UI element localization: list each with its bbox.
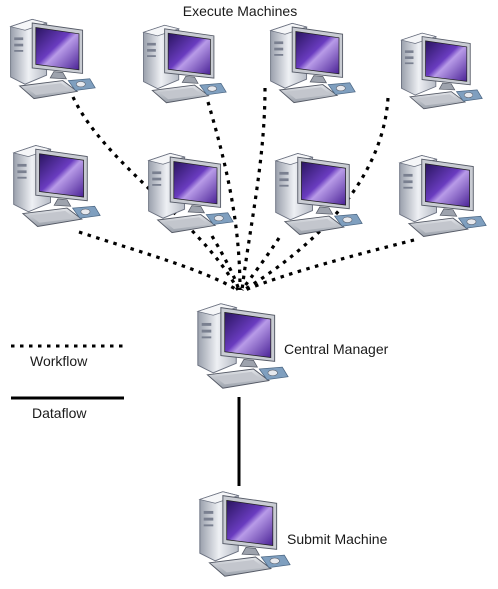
workflow-line-exec-2 — [206, 101, 242, 291]
execute-machine-computer-icon — [13, 145, 101, 227]
workflow-connections — [71, 87, 415, 292]
execute-machine-computer-icon — [400, 32, 483, 110]
execute-machine-computer-icon — [10, 18, 96, 100]
legend: Workflow Dataflow — [11, 344, 124, 421]
workflow-line-exec-6 — [210, 235, 241, 291]
execute-machine-computer-icon — [275, 153, 363, 235]
workflow-line-exec-5 — [78, 230, 238, 292]
central-manager-computer-icon — [197, 303, 289, 389]
execute-machines-title: Execute Machines — [183, 3, 297, 19]
submit-machine-computer-icon — [199, 491, 291, 577]
workflow-line-exec-7 — [240, 237, 281, 291]
workflow-line-exec-3 — [240, 87, 267, 291]
execute-machine-computer-icon — [143, 24, 227, 104]
legend-workflow-label: Workflow — [30, 353, 88, 369]
workflow-line-exec-1 — [71, 96, 240, 291]
workflow-line-exec-8 — [244, 238, 415, 292]
execute-machine-computer-icon — [270, 22, 356, 104]
submit-machine-label: Submit Machine — [287, 531, 388, 547]
central-manager-label: Central Manager — [284, 341, 389, 357]
execute-machine-computer-icon — [399, 155, 487, 237]
execute-machines — [10, 18, 487, 237]
execute-machine-computer-icon — [148, 152, 234, 234]
legend-dataflow-label: Dataflow — [32, 405, 87, 421]
